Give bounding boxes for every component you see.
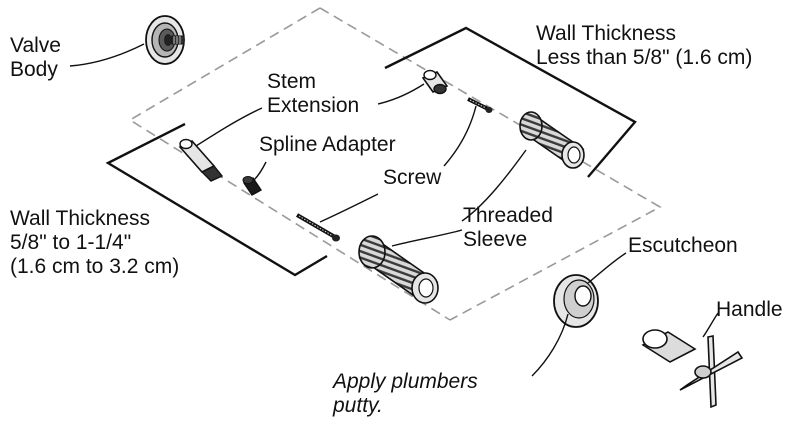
leader-spline-adapter bbox=[253, 161, 267, 181]
label-stem-extension-line1: Stem bbox=[267, 70, 317, 93]
leader-handle bbox=[702, 312, 719, 338]
screw-lower-part bbox=[295, 213, 340, 242]
threaded-sleeve-lower-part bbox=[358, 235, 439, 304]
leader-screw-upper bbox=[443, 105, 477, 167]
stem-extension-lower-part bbox=[178, 138, 224, 182]
label-wall-thin-line1: Wall Thickness bbox=[536, 22, 677, 45]
label-spline-adapter: Spline Adapter bbox=[259, 133, 396, 156]
label-wall-thick-line3: (1.6 cm to 3.2 cm) bbox=[10, 255, 180, 278]
wall-panel-thick bbox=[105, 122, 328, 277]
leader-stem-extension-lower bbox=[195, 107, 263, 147]
leader-putty bbox=[531, 313, 569, 377]
threaded-sleeve-upper-part bbox=[519, 111, 585, 169]
label-escutcheon: Escutcheon bbox=[628, 234, 738, 257]
label-wall-thick: Wall Thickness 5/8" to 1-1/4" (1.6 cm to… bbox=[10, 207, 179, 279]
label-putty-note-line1: Apply plumbers bbox=[333, 370, 478, 393]
wall-panel-thin bbox=[384, 26, 637, 178]
valve-body-part bbox=[145, 15, 185, 65]
label-valve-body-line1: Valve bbox=[10, 34, 61, 57]
label-threaded-sleeve-line2: Sleeve bbox=[463, 228, 528, 251]
escutcheon-part bbox=[553, 274, 599, 328]
leader-stem-extension-upper bbox=[377, 83, 425, 105]
label-screw: Screw bbox=[383, 166, 442, 189]
label-handle: Handle bbox=[716, 298, 783, 321]
spline-adapter-part bbox=[242, 176, 263, 196]
label-wall-thick-line2: 5/8" to 1-1/4" bbox=[10, 231, 132, 254]
label-stem-extension-line2: Extension bbox=[267, 94, 360, 117]
label-putty-note: Apply plumbers putty. bbox=[333, 370, 478, 418]
label-threaded-sleeve-line1: Threaded bbox=[463, 204, 553, 227]
leader-threaded-sleeve-upper bbox=[461, 149, 527, 222]
leader-threaded-sleeve-lower bbox=[391, 229, 463, 247]
leader-lines bbox=[69, 43, 719, 377]
handle-part bbox=[641, 329, 744, 409]
label-threaded-sleeve: Threaded Sleeve bbox=[463, 204, 553, 252]
label-putty-note-line2: putty. bbox=[333, 394, 383, 417]
screw-upper-part bbox=[467, 97, 493, 113]
leader-escutcheon bbox=[587, 252, 627, 284]
stem-extension-upper-part bbox=[421, 69, 449, 95]
label-valve-body: Valve Body bbox=[10, 34, 61, 82]
label-wall-thin-line2: Less than 5/8" (1.6 cm) bbox=[536, 46, 753, 69]
leader-valve-body bbox=[69, 43, 145, 67]
label-wall-thin: Wall Thickness Less than 5/8" (1.6 cm) bbox=[536, 22, 752, 70]
label-valve-body-line2: Body bbox=[10, 58, 58, 81]
label-wall-thick-line1: Wall Thickness bbox=[10, 207, 151, 230]
label-stem-extension: Stem Extension bbox=[267, 70, 359, 118]
leader-screw-lower bbox=[319, 193, 379, 223]
